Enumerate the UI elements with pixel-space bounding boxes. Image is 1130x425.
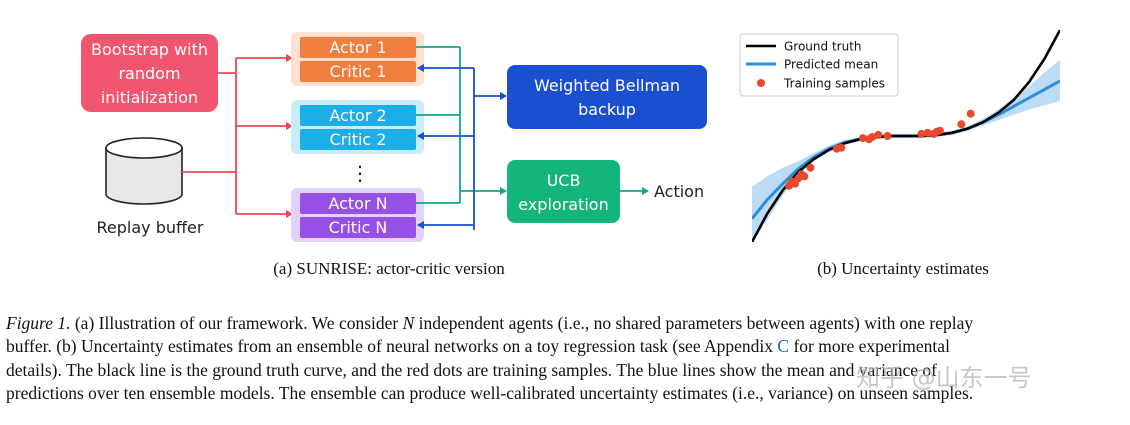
critic-2-label: Critic 2 — [330, 130, 387, 149]
bootstrap-line-2: random — [118, 64, 180, 83]
legend-ground-truth-label: Ground truth — [784, 40, 862, 54]
watermark: 知乎 @山东一号 — [856, 364, 1032, 392]
training-sample-point — [806, 163, 815, 172]
caption-line-1: Figure 1. (a) Illustration of our framew… — [6, 312, 1124, 335]
caption-line-1-post: independent agents (i.e., no shared para… — [414, 313, 974, 333]
bootstrap-box: Bootstrap with random initialization — [81, 34, 218, 112]
uncertainty-chart: Ground truth Predicted mean Training sam… — [739, 30, 1060, 278]
training-sample-point — [858, 134, 867, 143]
training-sample-point — [935, 126, 944, 135]
chart-legend: Ground truth Predicted mean Training sam… — [739, 33, 899, 97]
caption-n-symbol: N — [402, 313, 415, 333]
caption-line-4: predictions over ten ensemble models. Th… — [6, 383, 974, 404]
caption-figure-label: Figure 1. — [6, 313, 71, 333]
caption-line-2-post: for more experimental — [789, 336, 950, 357]
training-sample-point — [917, 129, 926, 138]
training-sample-point — [883, 132, 892, 140]
bootstrap-line-3: initialization — [101, 88, 198, 107]
ground-truth-line — [752, 30, 1060, 242]
framework-diagram: Bootstrap with random initialization Rep… — [81, 32, 707, 278]
critic-to-bellman-arrows — [417, 64, 507, 230]
actor-n-label: Actor N — [328, 194, 387, 213]
caption-line-3: details). The black line is the ground t… — [6, 359, 937, 380]
caption-line-2-pre: buffer. (b) Uncertainty estimates from a… — [6, 336, 778, 357]
legend-predicted-mean-label: Predicted mean — [784, 58, 878, 72]
replay-buffer: Replay buffer — [97, 137, 204, 237]
figure-1: Bootstrap with random initialization Rep… — [81, 30, 1060, 278]
subcaption-b: (b) Uncertainty estimates — [817, 259, 989, 278]
actor-2-label: Actor 2 — [329, 106, 386, 125]
legend-training-samples-label: Training samples — [783, 77, 885, 91]
actor-n-box — [300, 193, 416, 214]
training-samples — [785, 109, 975, 190]
agent-group-2: Actor 2 Critic 2 — [291, 100, 424, 154]
agent-group-1: Actor 1 Critic 1 — [291, 32, 424, 86]
training-sample-point — [868, 133, 877, 142]
training-sample-point — [923, 128, 932, 137]
appendix-link[interactable]: C — [777, 336, 790, 357]
actor-to-ucb-arrows — [416, 46, 507, 204]
bootstrap-line-1: Bootstrap with — [91, 40, 208, 59]
training-sample-point — [800, 172, 809, 181]
caption-line-2: buffer. (b) Uncertainty estimates from a… — [6, 335, 1124, 358]
critic-1-box — [300, 61, 416, 82]
weighted-bellman-box: Weighted Bellman backup — [507, 65, 707, 129]
critic-n-box — [300, 217, 416, 238]
action-label: Action — [654, 182, 704, 201]
caption-line-1-pre: (a) Illustration of our framework. We co… — [70, 313, 403, 333]
agent-ellipsis: ⋮ — [350, 161, 370, 185]
critic-1-label: Critic 1 — [330, 62, 387, 81]
critic-2-box — [300, 129, 416, 150]
bootstrap-arrows — [182, 54, 293, 218]
subcaption-a: (a) SUNRISE: actor-critic version — [273, 259, 505, 278]
replay-buffer-label: Replay buffer — [97, 218, 204, 237]
actor-1-box — [300, 37, 416, 58]
legend-training-samples-swatch — [757, 79, 765, 87]
training-sample-point — [966, 109, 975, 118]
actor-2-box — [300, 105, 416, 126]
ucb-line-1: UCB — [547, 171, 581, 190]
weighted-bellman-line-1: Weighted Bellman — [534, 76, 680, 95]
training-sample-point — [957, 120, 966, 129]
training-sample-point — [874, 130, 883, 139]
actor-1-label: Actor 1 — [329, 38, 386, 57]
agent-group-n: Actor N Critic N — [291, 188, 424, 242]
ucb-line-2: exploration — [518, 195, 608, 214]
ucb-box: UCB exploration — [507, 160, 620, 223]
database-icon — [105, 137, 183, 205]
critic-n-label: Critic N — [329, 218, 388, 237]
weighted-bellman-line-2: backup — [578, 100, 636, 119]
figure-caption: Figure 1. (a) Illustration of our framew… — [6, 312, 1124, 406]
training-sample-point — [837, 143, 846, 152]
